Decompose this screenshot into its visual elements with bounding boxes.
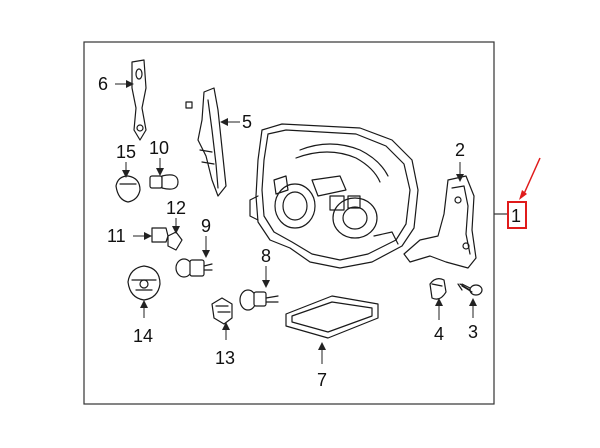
callout-1-highlight <box>507 201 527 229</box>
part-5-bracket <box>185 87 227 197</box>
callout-label-3: 3 <box>468 322 478 342</box>
part-2-bracket <box>403 175 477 269</box>
arrow-5 <box>220 118 228 126</box>
callout-label-4: 4 <box>434 324 444 344</box>
part-10-bulb <box>149 174 179 190</box>
arrow-2 <box>456 174 464 182</box>
arrow-4 <box>435 298 443 306</box>
arrow-3 <box>469 298 477 306</box>
arrow-11 <box>144 232 152 240</box>
callout-label-7: 7 <box>317 370 327 390</box>
arrow-14 <box>140 300 148 308</box>
arrow-15 <box>122 170 130 178</box>
callout-label-5: 5 <box>242 112 252 132</box>
callout-label-13: 13 <box>215 348 235 368</box>
part-13-socket <box>211 297 233 325</box>
part-6-bracket <box>131 59 147 141</box>
callout-label-12: 12 <box>166 198 186 218</box>
part-12-bulb <box>167 231 183 251</box>
part-3-screw <box>457 283 483 296</box>
part-7-cover <box>285 295 379 339</box>
part-4-cap <box>429 278 447 300</box>
callout-label-10: 10 <box>149 138 169 158</box>
callout-label-8: 8 <box>261 246 271 266</box>
part-9-bulb <box>175 258 213 278</box>
part-8-bulb <box>239 289 279 311</box>
headlamp-housing <box>249 123 419 269</box>
callout-label-2: 2 <box>455 140 465 160</box>
arrow-10 <box>156 168 164 176</box>
callout-label-15: 15 <box>116 142 136 162</box>
arrow-9 <box>202 250 210 258</box>
diagram-frame <box>83 41 495 405</box>
red-pointer-arrowhead <box>519 190 527 200</box>
arrow-6 <box>126 80 134 88</box>
part-15-socket <box>115 175 141 203</box>
callout-label-1: 1 <box>511 206 521 226</box>
part-14-socket <box>127 265 161 301</box>
red-pointer-line <box>522 157 541 197</box>
arrow-8 <box>262 280 270 288</box>
callout-label-11: 11 <box>107 226 126 246</box>
part-11-bulb <box>151 227 169 243</box>
callout-label-9: 9 <box>201 216 211 236</box>
callout-label-14: 14 <box>133 326 153 346</box>
arrow-13 <box>222 322 230 330</box>
callout-label-6: 6 <box>98 74 108 94</box>
arrow-12 <box>172 226 180 234</box>
arrow-7 <box>318 342 326 350</box>
